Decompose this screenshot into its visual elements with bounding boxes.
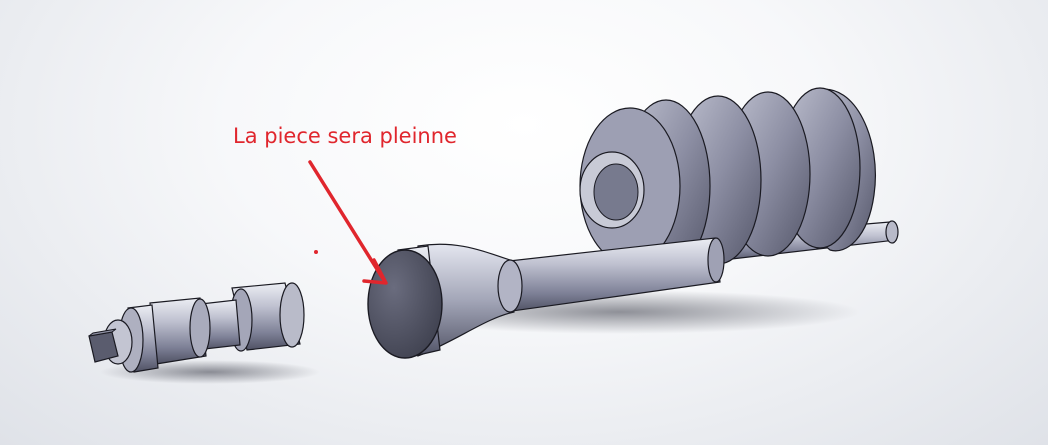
bellows-shaft-part[interactable] [367, 87, 899, 359]
solid-end-face[interactable] [367, 249, 443, 359]
red-dot-marker [314, 250, 318, 254]
annotation-label: La piece sera pleinne [233, 124, 457, 148]
bellows [579, 87, 876, 273]
small-stepped-shaft-part[interactable] [88, 282, 305, 373]
annotation-arrow [308, 160, 388, 285]
